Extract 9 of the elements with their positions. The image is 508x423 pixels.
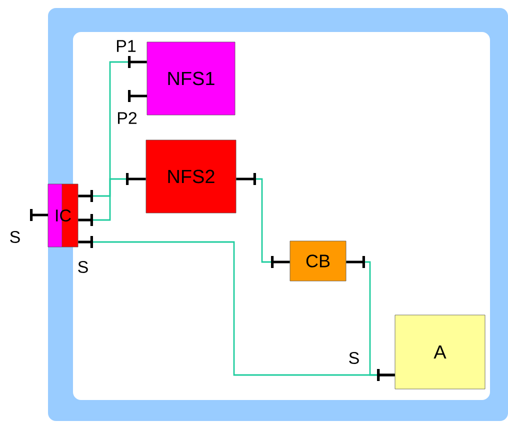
- component-box: A: [394, 314, 486, 390]
- port-label: P1: [117, 40, 136, 52]
- port-label: P2: [118, 112, 137, 124]
- component-box: NFS1: [146, 42, 236, 116]
- port-label: S: [78, 260, 88, 274]
- port-label: S: [10, 230, 20, 244]
- port-label: S: [349, 352, 359, 364]
- component-box: CB: [290, 240, 346, 282]
- component-box: NFS2: [146, 140, 236, 214]
